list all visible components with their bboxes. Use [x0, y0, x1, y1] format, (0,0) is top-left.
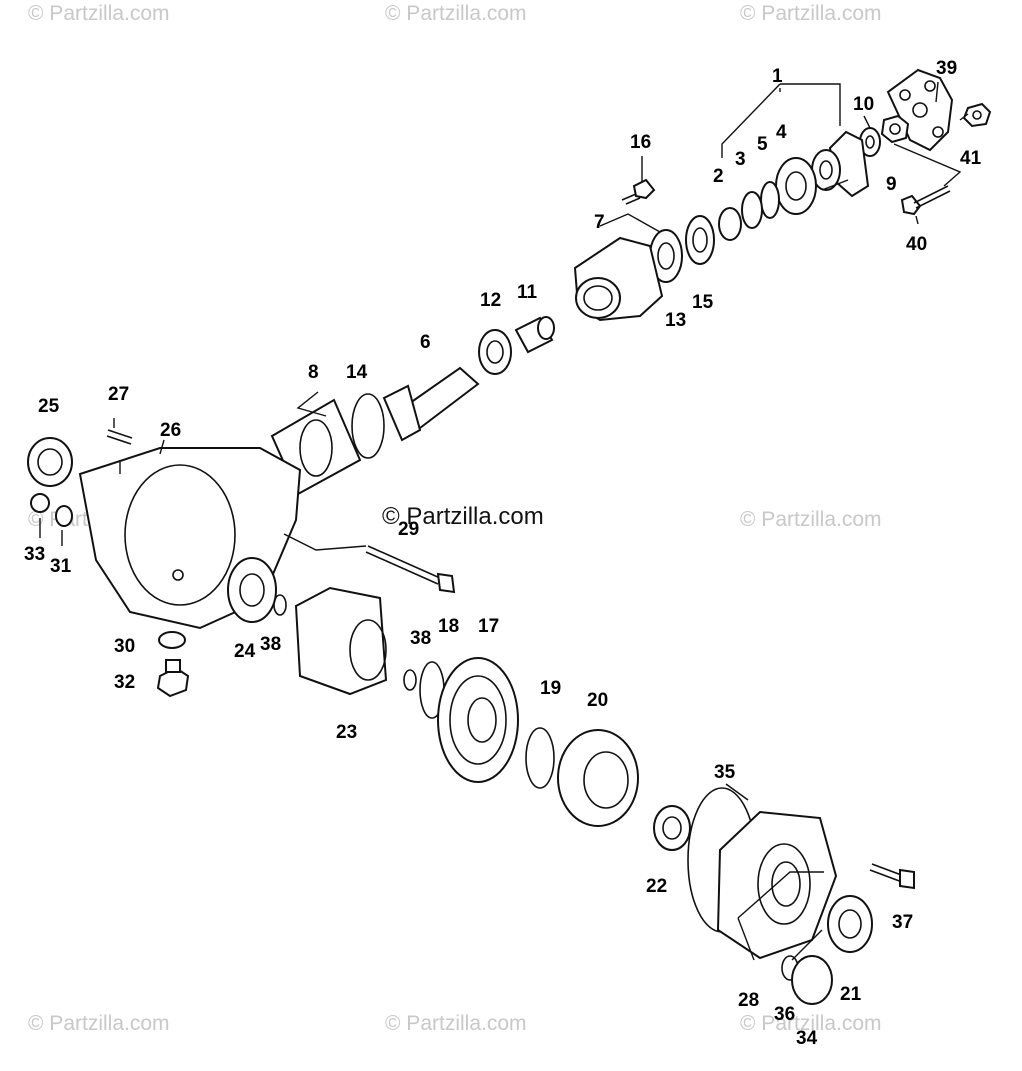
callout-3: 3	[735, 149, 746, 170]
bolt-part	[900, 185, 951, 216]
callout-11: 11	[517, 282, 538, 303]
filler-plug-part	[30, 493, 50, 513]
retaining-ring-part	[525, 727, 555, 789]
watermark: © Partzilla.com	[740, 2, 882, 25]
cover-oil-seal-part	[827, 895, 873, 953]
callout-22: 22	[646, 876, 667, 897]
drive-pinion-part	[382, 366, 480, 442]
callout-8: 8	[308, 362, 319, 383]
callout-38a: 38	[260, 634, 281, 655]
side-bearing-part	[227, 557, 277, 623]
callout-15: 15	[692, 292, 714, 313]
callout-13: 13	[665, 310, 686, 331]
callout-20: 20	[587, 690, 608, 711]
axle-oil-seal-part	[27, 437, 73, 487]
watermark: © Partzilla.com	[740, 508, 882, 531]
watermark: © Partzilla.com	[385, 1012, 527, 1035]
callout-25: 25	[38, 396, 60, 417]
callout-27: 27	[108, 384, 129, 405]
callout-18: 18	[438, 616, 459, 637]
ring-gear-part	[437, 657, 519, 783]
callout-7: 7	[594, 212, 605, 233]
watermark: © Partzilla.com	[28, 1012, 170, 1035]
callout-17: 17	[478, 616, 499, 637]
pinion-bearing-part	[478, 329, 512, 375]
callout-34: 34	[796, 1028, 818, 1049]
needle-bearing-part	[653, 805, 691, 851]
callout-29: 29	[398, 519, 419, 540]
callout-24: 24	[234, 641, 256, 662]
watermark: © Partzilla.com	[740, 1012, 882, 1035]
callout-16: 16	[630, 132, 651, 153]
callout-31: 31	[50, 556, 72, 577]
callout-1: 1	[772, 66, 783, 87]
long-bolt-part	[365, 545, 456, 594]
pinion-housing-part	[573, 236, 664, 322]
callout-14: 14	[346, 362, 368, 383]
bearing-part	[685, 215, 715, 265]
drain-washer-part	[158, 631, 186, 649]
callout-26: 26	[160, 420, 181, 441]
center-watermark: © Partzilla.com	[382, 503, 544, 530]
callout-4: 4	[776, 122, 787, 143]
callout-10: 10	[853, 94, 874, 115]
thrust-washer-part	[273, 594, 287, 616]
callout-5: 5	[757, 134, 768, 155]
housing-bolt-part	[621, 178, 656, 205]
callout-6: 6	[420, 332, 431, 353]
snap-ring-part	[741, 191, 763, 229]
callout-12: 12	[480, 290, 501, 311]
callout-39: 39	[936, 58, 957, 79]
callout-33: 33	[24, 544, 45, 565]
companion-nut-part	[880, 114, 910, 144]
callout-21: 21	[840, 984, 862, 1005]
gasket-washer-part	[55, 505, 73, 527]
callout-35: 35	[714, 762, 736, 783]
callout-labels: 1 2 3 4 5 6 7 8 9 10 11 12 13 14 15 16 1…	[24, 58, 982, 1049]
cover-part	[716, 810, 838, 960]
callout-41: 41	[960, 148, 982, 169]
ring-part	[760, 181, 780, 219]
cover-bolt-part	[869, 863, 915, 890]
oil-seal-part	[775, 157, 817, 215]
cap-plug-part	[791, 955, 833, 1005]
drain-plug-part	[156, 659, 190, 698]
thrust-washer-part	[403, 669, 417, 691]
stud-part	[106, 429, 133, 445]
callout-40: 40	[906, 234, 927, 255]
nut-part	[962, 102, 992, 128]
callout-28: 28	[738, 990, 759, 1011]
leader-lines	[39, 81, 969, 961]
callout-38b: 38	[410, 628, 431, 649]
shim-ring-part	[351, 393, 385, 459]
flange-yoke-part	[886, 68, 954, 152]
drive-flange-part	[811, 130, 870, 198]
callout-2: 2	[713, 166, 724, 187]
callout-19: 19	[540, 678, 561, 699]
callout-36: 36	[774, 1004, 795, 1025]
callout-9: 9	[886, 174, 897, 195]
differential-case-part	[294, 586, 388, 696]
spacer-part	[718, 207, 742, 241]
watermark: © Partzilla.com	[385, 2, 527, 25]
callout-30: 30	[114, 636, 135, 657]
callout-32: 32	[114, 672, 135, 693]
ball-bearing-part	[557, 729, 639, 827]
collapsible-spacer-part	[514, 316, 555, 354]
callout-37: 37	[892, 912, 913, 933]
watermark: © Partzilla.com	[28, 2, 170, 25]
callout-23: 23	[336, 722, 357, 743]
